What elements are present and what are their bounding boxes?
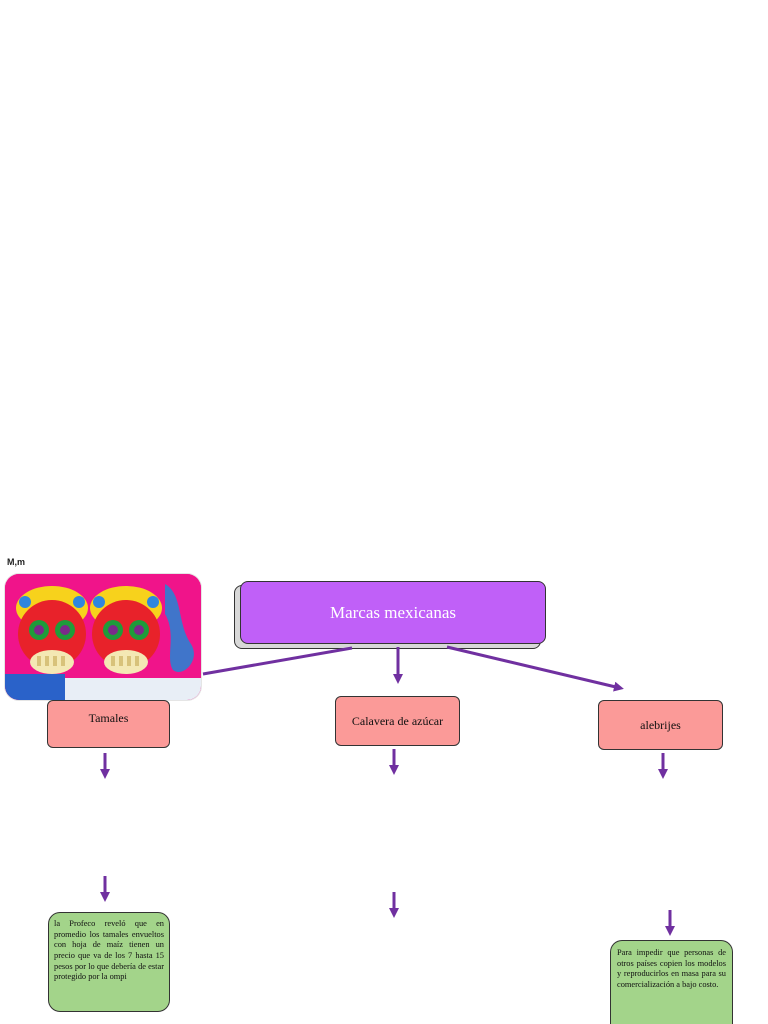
sugar-skulls-photo [5,574,201,700]
corner-label: M,m [7,557,25,567]
connector-title-to-tamales [202,646,353,676]
arrow-title-to-alebrijes [446,645,624,692]
node-tamales: Tamales [47,700,170,748]
node-calavera: Calavera de azúcar [335,696,460,746]
note-alebrijes: Para impedir que personas de otros paíse… [610,940,733,1024]
sugar-skulls-illustration [5,574,201,700]
note-tamales: la Profeco reveló que en promedio los ta… [48,912,170,1012]
node-alebrijes: alebrijes [598,700,723,750]
title-box: Marcas mexicanas [240,581,546,644]
